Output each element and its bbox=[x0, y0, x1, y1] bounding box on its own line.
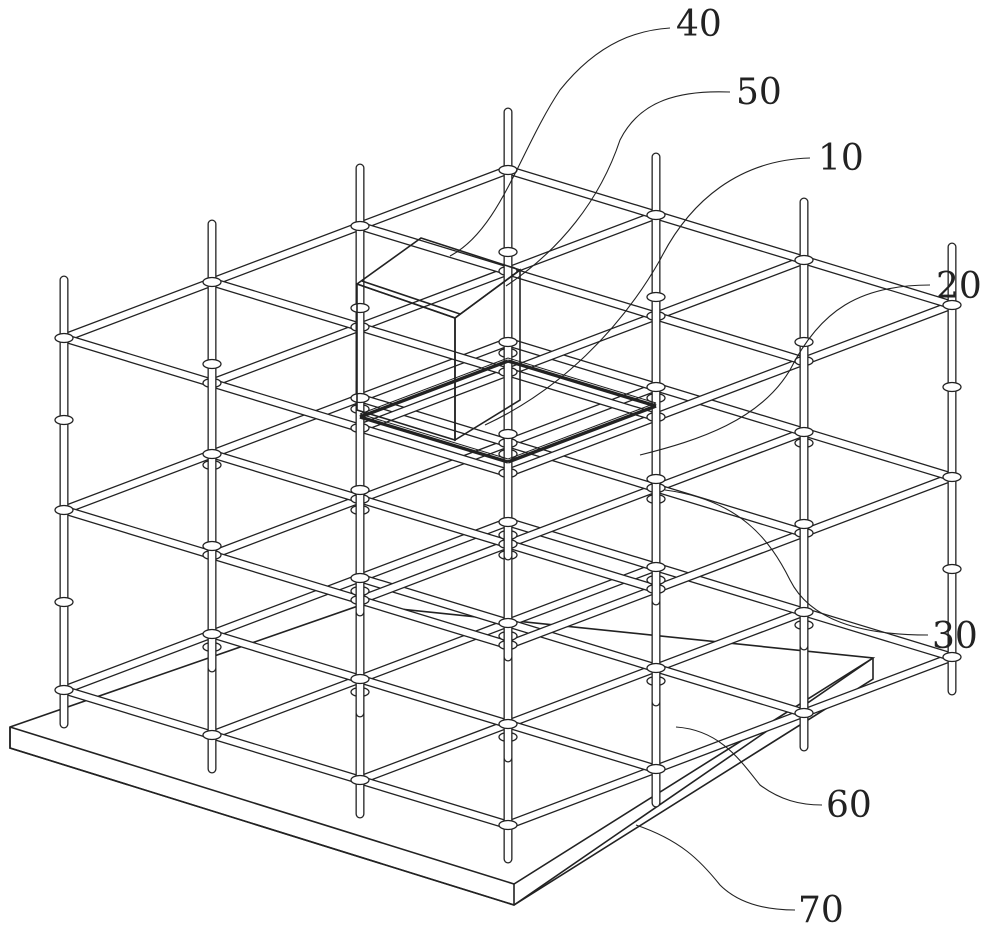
leader-20 bbox=[639, 284, 931, 456]
ledger-b-0-2-core bbox=[356, 574, 808, 717]
ledger-a-2-2-core bbox=[356, 256, 808, 432]
collar-3-0-3 bbox=[498, 246, 518, 258]
support-beam-3 bbox=[507, 359, 657, 408]
collar-3-1-2 bbox=[646, 381, 666, 393]
collar-2-0-0 bbox=[350, 572, 370, 584]
leader-10 bbox=[484, 157, 811, 426]
collar-3-3-4 bbox=[942, 299, 962, 311]
leader-50 bbox=[505, 91, 731, 287]
support-beam-top-2 bbox=[359, 413, 509, 460]
ledger-b-0-0-core bbox=[60, 686, 512, 829]
ledger-a-1-0-core bbox=[60, 338, 512, 514]
label-70: 70 bbox=[798, 890, 844, 931]
collar-1-0-1 bbox=[202, 540, 222, 552]
support-beam-2 bbox=[359, 415, 509, 464]
collar-2-2-0 bbox=[646, 662, 666, 674]
collar-0-2-0 bbox=[350, 774, 370, 786]
ledger-a-1-1-core bbox=[208, 383, 660, 559]
support-beam-1 bbox=[507, 404, 657, 464]
collar-1-3-0 bbox=[646, 763, 666, 775]
reference-numerals: 40 50 10 20 30 60 70 bbox=[676, 4, 982, 931]
leader-60 bbox=[675, 726, 823, 806]
support-beam-top-0 bbox=[359, 357, 509, 415]
collar-3-1-1 bbox=[646, 473, 666, 485]
ledger-a-0-3-core bbox=[504, 653, 956, 829]
ledger-b-0-1-core bbox=[208, 630, 660, 773]
collar-0-0-2 bbox=[54, 504, 74, 516]
support-beam-0 bbox=[359, 359, 509, 419]
collar-1-0-3 bbox=[202, 358, 222, 370]
collar-2-0-1 bbox=[350, 484, 370, 496]
ledger-a-2-0-core bbox=[60, 166, 512, 342]
ledger-b-1-3-core bbox=[504, 338, 956, 481]
collar-3-2-0 bbox=[794, 606, 814, 618]
ledger-b-1-1-core bbox=[208, 450, 660, 593]
ledger-a-1-3-core bbox=[504, 473, 956, 649]
collar-3-3-3 bbox=[942, 381, 962, 393]
leader-30 bbox=[664, 489, 929, 636]
collar-3-2-1 bbox=[794, 518, 814, 530]
leader-lines bbox=[449, 27, 931, 911]
collar-1-1-0 bbox=[350, 673, 370, 685]
load-box bbox=[355, 237, 522, 442]
collar-3-2-4 bbox=[794, 254, 814, 266]
ledger-b-2-1-core bbox=[208, 278, 660, 421]
collar-1-0-0 bbox=[202, 628, 222, 640]
label-50: 50 bbox=[736, 72, 782, 113]
collar-1-2-0 bbox=[498, 718, 518, 730]
collar-2-0-2 bbox=[350, 392, 370, 404]
leader-40 bbox=[449, 27, 671, 257]
collar-2-1-0 bbox=[498, 617, 518, 629]
collar-3-1-4 bbox=[646, 209, 666, 221]
leader-70 bbox=[635, 824, 796, 911]
ledger-a-2-3-core bbox=[504, 301, 956, 477]
collar-2-0-4 bbox=[350, 220, 370, 232]
label-30: 30 bbox=[932, 616, 978, 657]
support-beam-top-1 bbox=[507, 402, 657, 460]
collar-3-1-0 bbox=[646, 561, 666, 573]
collar-0-3-0 bbox=[498, 819, 518, 831]
label-10: 10 bbox=[818, 138, 864, 179]
collar-0-0-1 bbox=[54, 596, 74, 608]
ledger-a-0-2-core bbox=[356, 608, 808, 784]
collar-3-3-0 bbox=[942, 651, 962, 663]
collar-3-1-3 bbox=[646, 291, 666, 303]
collar-0-0-4 bbox=[54, 332, 74, 344]
collar-1-0-4 bbox=[202, 276, 222, 288]
collar-0-1-0 bbox=[202, 729, 222, 741]
support-beam-top-3 bbox=[507, 357, 657, 404]
collar-0-0-3 bbox=[54, 414, 74, 426]
label-20: 20 bbox=[936, 266, 982, 307]
label-60: 60 bbox=[826, 785, 872, 826]
collar-3-3-1 bbox=[942, 563, 962, 575]
collar-3-0-1 bbox=[498, 428, 518, 440]
label-40: 40 bbox=[676, 4, 722, 45]
scaffold-frame bbox=[54, 107, 962, 864]
ledger-a-0-1-core bbox=[208, 563, 660, 739]
collar-0-0-0 bbox=[54, 684, 74, 696]
collar-3-0-0 bbox=[498, 516, 518, 528]
ledger-a-0-0-core bbox=[60, 518, 512, 694]
ledger-b-2-0-core bbox=[60, 334, 512, 477]
ledger-b-1-0-core bbox=[60, 506, 512, 649]
collar-3-0-2 bbox=[498, 336, 518, 348]
ledger-b-2-3-core bbox=[504, 166, 956, 309]
ledger-b-2-2-core bbox=[356, 222, 808, 365]
collar-3-3-2 bbox=[942, 471, 962, 483]
collar-1-0-2 bbox=[202, 448, 222, 460]
ledger-b-0-3-core bbox=[504, 518, 956, 661]
collar-2-3-0 bbox=[794, 707, 814, 719]
collar-3-2-2 bbox=[794, 426, 814, 438]
collar-2-0-3 bbox=[350, 302, 370, 314]
ledger-a-2-1-core bbox=[208, 211, 660, 387]
collar-3-0-4 bbox=[498, 164, 518, 176]
ledger-a-1-2-core bbox=[356, 428, 808, 604]
